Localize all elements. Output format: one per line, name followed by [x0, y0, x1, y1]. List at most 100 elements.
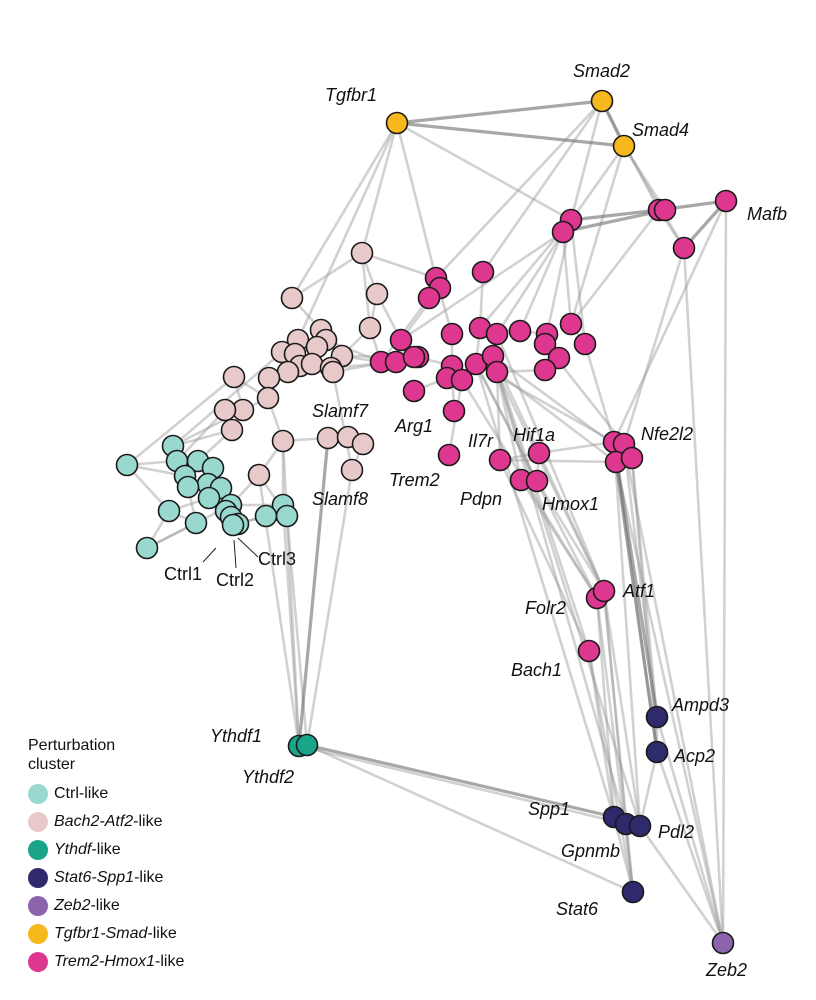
legend-label-bach2: Bach2-Atf2-like: [54, 813, 163, 831]
edge-t17-spp1: [474, 363, 616, 818]
edge-acp2-pdl2: [638, 751, 659, 827]
edge-m2-t10: [561, 231, 573, 325]
legend-swatch-tgfbr1: [28, 924, 48, 944]
node-b16: [222, 365, 246, 389]
label-il7r: Il7r: [468, 431, 494, 451]
label-hmox1: Hmox1: [542, 494, 599, 514]
label-ythdf1: Ythdf1: [210, 726, 262, 746]
label-gpnmb: Gpnmb: [561, 841, 620, 861]
edge-t19-pdpn: [495, 371, 523, 481]
label-smad4: Smad4: [632, 120, 689, 140]
node-t21: [450, 368, 474, 392]
label-ctrl1: Ctrl1: [164, 564, 202, 584]
legend-item-trem2: Trem2-Hmox1-like: [28, 948, 184, 976]
node-t22: [402, 379, 426, 403]
edge-tgfbr1-m1: [396, 121, 572, 222]
node-tgfbr1: [385, 111, 409, 135]
node-t4: [471, 260, 495, 284]
node-b5: [358, 316, 382, 340]
edge-mafb-n1: [612, 200, 728, 443]
edge-smad2-m1: [569, 100, 604, 221]
node-acp2: [645, 740, 669, 764]
legend-swatch-ythdf: [28, 840, 48, 860]
legend-item-zeb2: Zeb2-like: [28, 892, 184, 920]
edge-il7r-n3: [499, 458, 617, 464]
label-nfe2l2: Nfe2l2: [641, 424, 693, 444]
edge-n4-acp2: [630, 457, 659, 753]
label-ythdf2: Ythdf2: [242, 767, 294, 787]
node-b2: [280, 286, 304, 310]
edge-folr2-spp1: [595, 597, 616, 818]
node-arg1: [442, 399, 466, 423]
label-smad2: Smad2: [573, 61, 630, 81]
edge-pdl2-zeb2: [638, 825, 725, 944]
node-trem2n: [437, 443, 461, 467]
edge-m3-t10: [569, 209, 661, 325]
edge-il7r-bach1: [498, 459, 591, 652]
edge-n4-ampd3: [630, 457, 659, 718]
edge-tgfbr1-b6: [296, 122, 399, 341]
node-t23: [533, 332, 557, 356]
label-arg1: Arg1: [394, 416, 433, 436]
node-b23: [271, 429, 295, 453]
edge-n3-acp2: [614, 461, 659, 753]
edge-t19-pdl2: [495, 371, 642, 827]
node-b17: [257, 366, 281, 390]
edge-tgfbr1-smad4: [396, 121, 625, 148]
node-t7: [485, 322, 509, 346]
label-slamf8: Slamf8: [312, 489, 368, 509]
edge-ythdf1-c16: [281, 504, 301, 747]
edge-b1-b2: [291, 251, 363, 300]
legend-label-suffix: -like: [155, 953, 185, 970]
node-c10: [197, 486, 221, 510]
edge-ythdf2-stat6: [306, 743, 634, 894]
node-hif1a: [527, 441, 551, 465]
legend-label-suffix: -like: [147, 925, 177, 942]
node-atf1: [592, 579, 616, 603]
node-b19: [256, 386, 280, 410]
edge-b1-b5: [360, 252, 372, 329]
label-pdpn: Pdpn: [460, 489, 502, 509]
legend-swatch-stat6: [28, 868, 48, 888]
edge-tgfbr1-smad2: [396, 99, 603, 125]
edge-ythdf1-b24: [297, 437, 330, 747]
legend-label-ctrl: Ctrl-like: [54, 785, 108, 803]
legend-label-stat6: Stat6-Spp1-like: [54, 869, 163, 887]
node-n4: [620, 446, 644, 470]
node-t26: [533, 358, 557, 382]
edge-t18-s2: [491, 355, 628, 825]
node-ctrl2: [221, 513, 245, 537]
legend-label-zeb2: Zeb2-like: [54, 897, 120, 915]
label-mafb: Mafb: [747, 204, 787, 224]
edge-t18-bach1: [491, 355, 591, 652]
legend-label-suffix: -like: [90, 897, 120, 914]
node-zeb2: [711, 931, 735, 955]
node-t11: [389, 328, 413, 352]
edge-folr2-stat6: [595, 597, 635, 893]
node-smad2: [590, 89, 614, 113]
edge-t19-n3: [496, 370, 617, 464]
edge-b16-c2: [126, 375, 235, 467]
node-c12: [184, 511, 208, 535]
node-m4: [653, 198, 677, 222]
node-m5: [672, 236, 696, 260]
node-t15: [402, 345, 426, 369]
edge-b21-c3: [176, 409, 226, 462]
node-b25: [351, 432, 375, 456]
network-nodes: [115, 89, 738, 955]
edge-pdpn-folr2: [519, 479, 599, 599]
edge-m1-m3: [570, 208, 660, 222]
legend-item-stat6: Stat6-Spp1-like: [28, 864, 184, 892]
label-atf1: Atf1: [622, 581, 655, 601]
edge-ythdf2-spp1: [306, 743, 615, 819]
node-ampd3: [645, 705, 669, 729]
edge-t19-atf1: [495, 371, 606, 592]
node-labels: Tgfbr1 Smad2 Smad4 Mafb Slamf7 Slamf8 Ar…: [164, 61, 787, 980]
node-slamf8: [340, 458, 364, 482]
edge-n1-pdl2: [612, 441, 642, 827]
edge-smad2-t1: [435, 100, 603, 279]
label-slamf7: Slamf7: [312, 401, 369, 421]
edge-b1-t1: [361, 251, 437, 280]
label-acp2: Acp2: [673, 746, 715, 766]
